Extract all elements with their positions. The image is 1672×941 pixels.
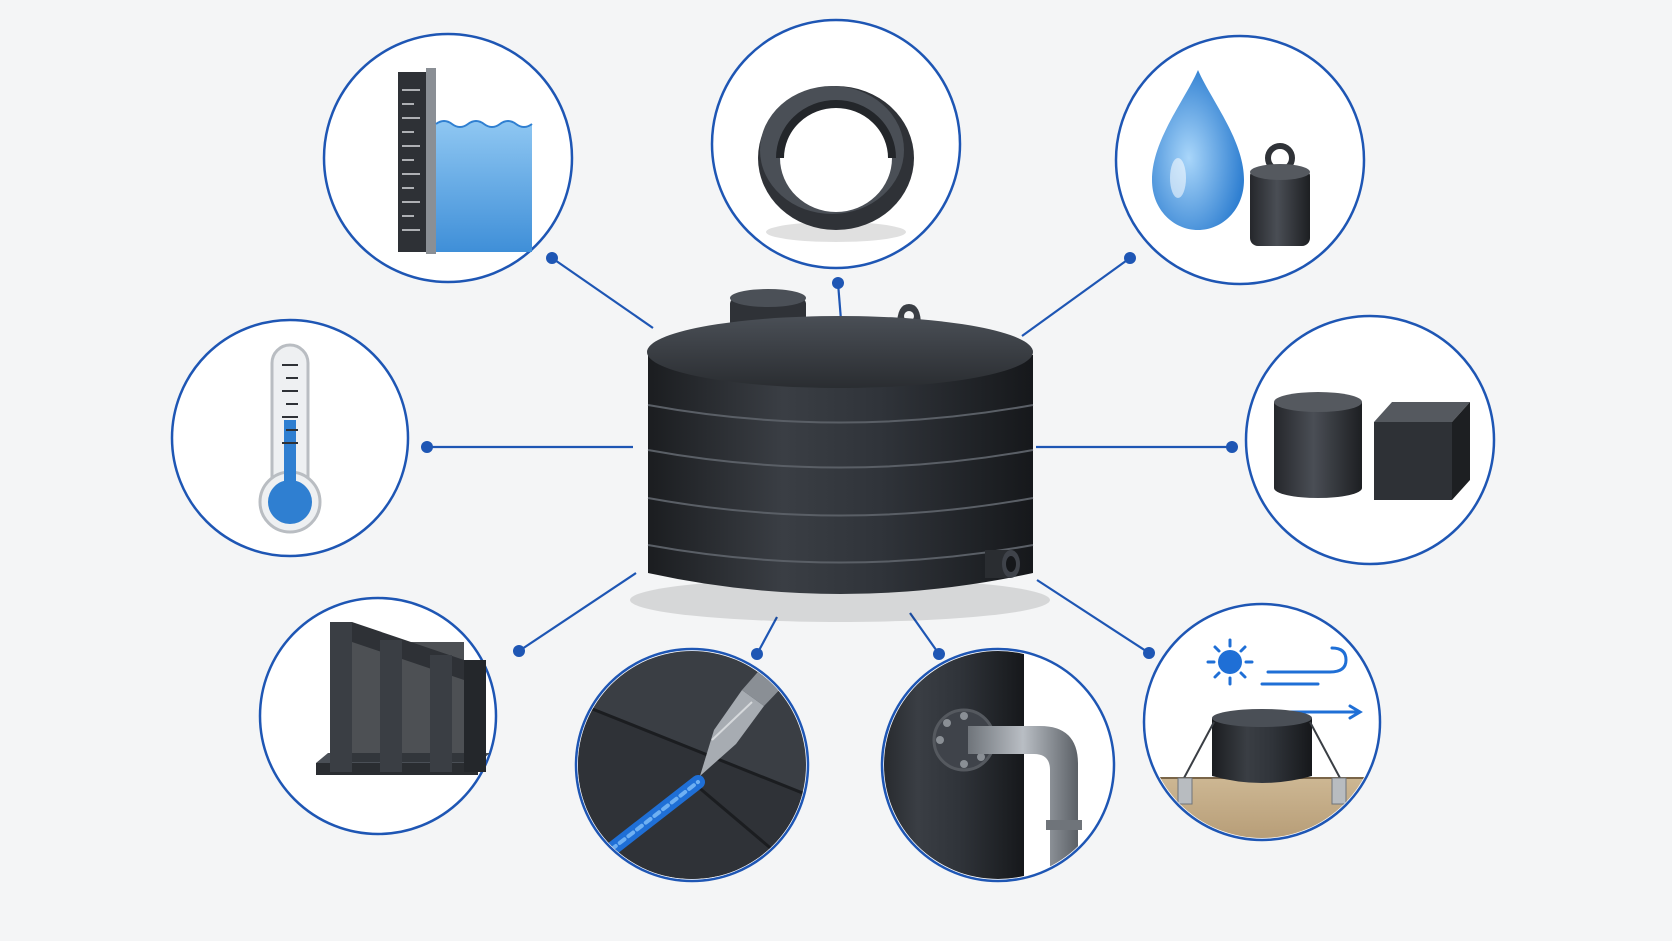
node-pipe-connection — [880, 647, 1116, 883]
panel-rib-1 — [330, 622, 352, 772]
tank-top — [647, 316, 1033, 388]
weld-seam-icon — [578, 651, 806, 879]
connector-ribbed-panel — [518, 572, 637, 652]
gauge-rod — [426, 68, 436, 254]
storage-tank — [630, 289, 1050, 622]
anchor-post-left — [1177, 777, 1193, 805]
cylinder-and-block-icon — [1274, 392, 1470, 500]
node-welding — [574, 647, 810, 883]
node-material-shapes — [1244, 314, 1496, 566]
node-water-level — [322, 32, 574, 284]
connector-dot — [1124, 252, 1136, 264]
weld-plate-lower — [578, 700, 806, 879]
connector-dot — [1143, 647, 1155, 659]
mini-tank-top — [1212, 709, 1312, 727]
ring-shadow — [766, 222, 906, 242]
connector-dot — [933, 648, 945, 660]
connector-pipe — [909, 612, 940, 655]
thermometer-icon — [258, 343, 322, 534]
ring-inner-wall — [776, 100, 896, 159]
tank-body — [648, 355, 1033, 594]
anchor-post-right — [1331, 777, 1347, 805]
connector-water-level — [551, 257, 654, 329]
connector-density — [1021, 257, 1131, 337]
connector-dot — [1226, 441, 1238, 453]
thermometer-ticks — [282, 364, 298, 444]
weld-gun-highlight — [711, 701, 753, 741]
pipe-tank-wall — [884, 651, 1024, 879]
node-density-weight — [1114, 34, 1366, 286]
drop-highlight — [1170, 158, 1186, 198]
block-front — [1374, 422, 1452, 500]
mini-tank-body — [1212, 718, 1312, 783]
connector-dot — [751, 648, 763, 660]
connector-dot — [513, 645, 525, 657]
weld-gun-nozzle — [700, 690, 764, 776]
tank-inlet-top — [730, 289, 806, 307]
panel-back-wall — [464, 660, 486, 772]
ring-hole — [780, 104, 892, 212]
water-surface — [435, 120, 533, 128]
thermometer-fluid — [284, 420, 296, 500]
weld-joint — [578, 698, 806, 802]
weight-icon — [1250, 168, 1310, 246]
sun-icon — [1206, 638, 1254, 686]
block-top — [1374, 402, 1470, 422]
panel-rib-3-front — [430, 655, 452, 772]
reinforced-wall-icon — [316, 622, 490, 775]
block-side — [1452, 402, 1470, 500]
connector-lines — [421, 252, 1238, 660]
connector-seal-ring — [836, 282, 843, 321]
connector-dot — [546, 252, 558, 264]
weight-top — [1250, 164, 1310, 180]
node-outdoor-installation — [1142, 602, 1382, 842]
tank-shadow — [630, 578, 1050, 622]
pipe-elbow — [968, 726, 1078, 879]
level-gauge-icon — [398, 68, 533, 254]
water-drop-weight-icon — [1152, 70, 1310, 246]
cylinder-top — [1274, 392, 1362, 412]
thermometer-bulb — [268, 480, 312, 524]
ring-gasket-icon — [758, 86, 914, 242]
anchor-cables — [1183, 721, 1341, 779]
node-circle — [1244, 314, 1496, 566]
water-fill — [436, 121, 532, 252]
connector-installation — [1036, 579, 1150, 654]
cylinder-body — [1274, 402, 1362, 498]
gauge-ticks — [402, 89, 420, 231]
connector-dot — [421, 441, 433, 453]
tank-ribs — [647, 404, 1034, 564]
node-seal-ring — [710, 18, 962, 270]
node-temperature — [170, 318, 410, 558]
panel-rib-2-front — [380, 640, 402, 772]
connector-welding — [756, 616, 778, 655]
node-ribbed-panel — [258, 596, 498, 836]
pipe-coupling — [1046, 820, 1082, 830]
connector-dot — [832, 277, 844, 289]
tank-outlet-hole — [1006, 556, 1016, 572]
wind-icon — [1260, 646, 1363, 720]
